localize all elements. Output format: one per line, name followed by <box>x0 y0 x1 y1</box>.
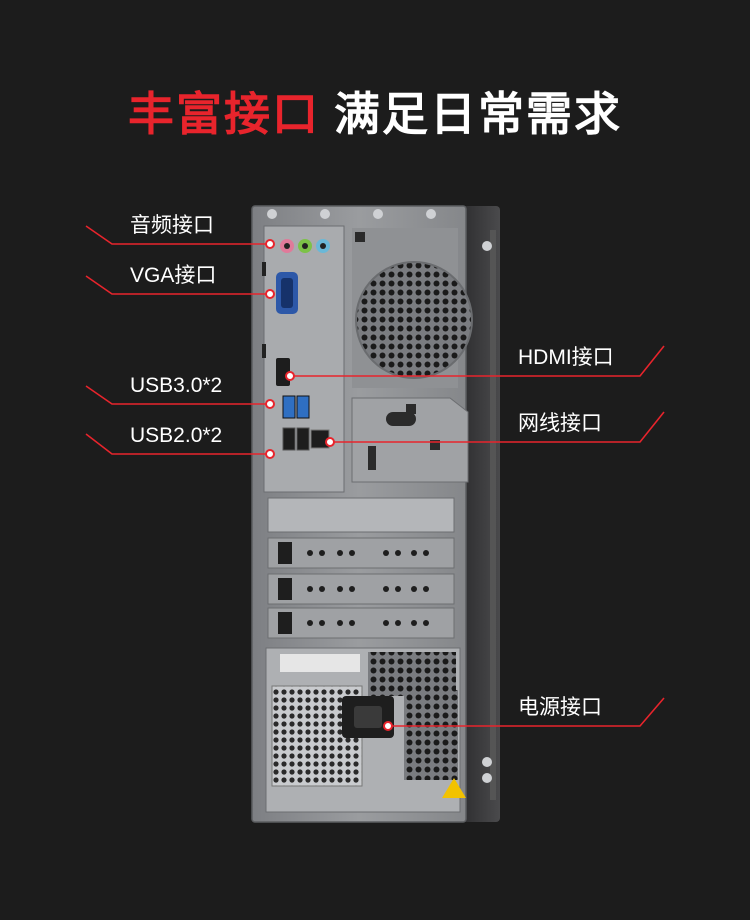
page-title: 丰富接口满足日常需求 <box>0 78 750 144</box>
vga-line <box>85 275 270 295</box>
warning-sticker <box>442 778 466 798</box>
ethernet-line <box>330 411 665 443</box>
label-power-port: 电源接口 <box>518 696 602 719</box>
fan-grille <box>352 228 473 388</box>
label-audio-port: 音频接口 <box>130 214 214 237</box>
label-hdmi-port: HDMI接口 <box>518 346 614 369</box>
serial-sticker <box>280 654 360 672</box>
mid-bracket <box>351 397 469 483</box>
io-shield <box>262 225 345 493</box>
usb2-line <box>85 433 270 455</box>
audio-line <box>85 225 270 245</box>
label-ethernet-port: 网线接口 <box>518 412 602 435</box>
usb2-port-1 <box>282 427 296 451</box>
side-panel <box>462 206 500 822</box>
label-usb3-ports: USB3.0*2 <box>130 374 223 397</box>
expansion-slots <box>267 497 455 639</box>
power-supply <box>265 647 466 813</box>
label-vga-port: VGA接口 <box>130 264 217 287</box>
callout-dots <box>265 239 393 731</box>
usb2-port-2 <box>296 427 310 451</box>
usb3-line <box>85 385 270 405</box>
power-line <box>388 697 665 727</box>
hdmi-line <box>290 345 665 377</box>
usb3-port-2 <box>296 395 310 419</box>
label-usb2-ports: USB2.0*2 <box>130 424 223 447</box>
callout-lines <box>85 225 665 727</box>
title-rest: 满足日常需求 <box>334 88 622 140</box>
usb3-port-1 <box>282 395 296 419</box>
title-highlight: 丰富接口 <box>128 88 320 140</box>
